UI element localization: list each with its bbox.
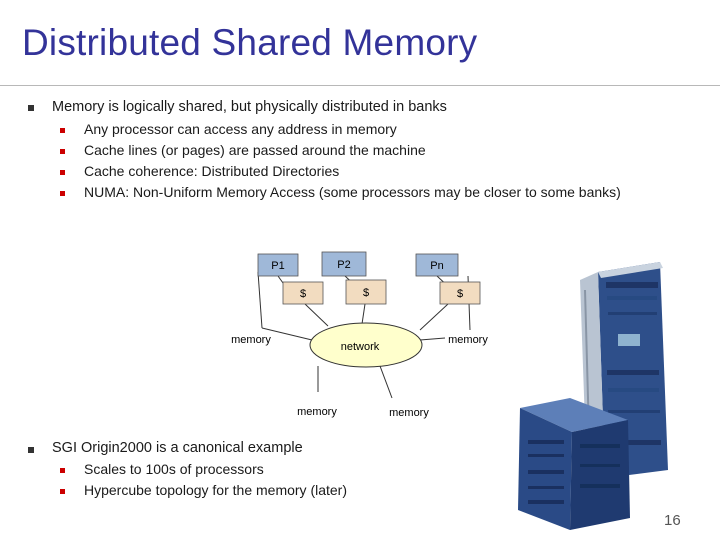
- cache-label: $: [457, 288, 463, 300]
- network-label: network: [341, 341, 380, 353]
- memory-label: memory: [389, 407, 429, 419]
- cache-label: $: [300, 288, 306, 300]
- memory-label: memory: [448, 334, 488, 346]
- sub-bullet-marker: [60, 170, 65, 175]
- processor-label: P1: [271, 260, 284, 272]
- processor-label: P2: [337, 259, 350, 271]
- bullet-marker: [28, 447, 34, 453]
- cache-label: $: [363, 287, 369, 299]
- processor-box: [415, 253, 459, 277]
- short-cube: [518, 398, 630, 530]
- sub-bullet-text: Cache lines (or pages) are passed around…: [84, 142, 426, 158]
- processor-box: [257, 253, 299, 277]
- page-number: 16: [664, 512, 681, 529]
- memory-label: memory: [297, 406, 337, 418]
- cache-box: [282, 281, 324, 305]
- cache-box: [439, 281, 481, 305]
- bullet-main-text: SGI Origin2000 is a canonical example: [52, 440, 303, 456]
- network-ellipse: [309, 322, 423, 368]
- sub-bullet-text: NUMA: Non-Uniform Memory Access (some pr…: [84, 184, 621, 200]
- sub-bullet-text: Cache coherence: Distributed Directories: [84, 163, 340, 179]
- title-divider: [0, 85, 720, 86]
- bullet-main-text: Memory is logically shared, but physical…: [52, 99, 447, 115]
- slide-title: Distributed Shared Memory: [22, 22, 478, 63]
- sub-bullet-text: Any processor can access any address in …: [84, 121, 397, 137]
- memory-label: memory: [231, 334, 271, 346]
- sub-bullet-marker: [60, 468, 65, 473]
- processor-label: Pn: [430, 260, 443, 272]
- sub-bullet-text: Hypercube topology for the memory (later…: [84, 482, 347, 498]
- sub-bullet-marker: [60, 128, 65, 133]
- sub-bullet-marker: [60, 191, 65, 196]
- processor-box: [321, 251, 367, 277]
- bullet-marker: [28, 105, 34, 111]
- cache-box: [345, 279, 387, 305]
- sub-bullet-text: Scales to 100s of processors: [84, 461, 264, 477]
- sub-bullet-marker: [60, 149, 65, 154]
- sub-bullet-marker: [60, 489, 65, 494]
